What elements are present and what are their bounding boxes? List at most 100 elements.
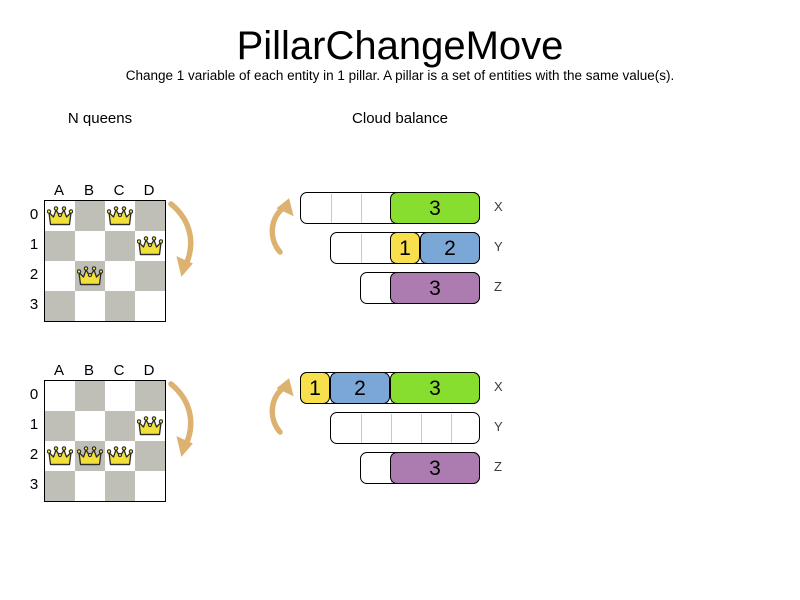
board-cell-B3[interactable]: [75, 291, 105, 321]
cloud-process-value: 2: [354, 376, 366, 400]
board-cell-A0[interactable]: [45, 201, 75, 231]
cloud-bar-X[interactable]: 1 2 3 X: [300, 372, 503, 404]
cloud-process-block[interactable]: 1: [300, 372, 330, 404]
column-label-B: B: [83, 182, 94, 199]
cloud-bar-shell: [330, 412, 480, 444]
board-cell-D2[interactable]: [135, 261, 165, 291]
board-cell-B0[interactable]: [75, 201, 105, 231]
cloud-process-block[interactable]: 3: [390, 372, 480, 404]
queen-crown-icon: [136, 416, 164, 436]
queen-crown-icon: [106, 204, 134, 228]
board-cell-D3[interactable]: [135, 471, 165, 501]
cloud-bar-Y[interactable]: 1 2 Y: [330, 232, 503, 264]
cloud-bar-Y[interactable]: Y: [330, 412, 503, 444]
cloud-cell-divider: [361, 194, 362, 223]
board-cell-D0[interactable]: [135, 201, 165, 231]
row-label-0: 0: [29, 386, 39, 403]
cloud-process-value: 1: [309, 376, 321, 400]
curved-arrow-icon: [266, 194, 300, 263]
queen-crown-icon: [136, 414, 164, 438]
board-cell-A2[interactable]: [45, 441, 75, 471]
cloud-cell-divider: [421, 414, 422, 443]
board-cell-D1[interactable]: [135, 411, 165, 441]
board-cell-B2[interactable]: [75, 261, 105, 291]
cloud-cell-divider: [391, 414, 392, 443]
column-label-A: A: [53, 182, 64, 199]
section-caption-cloud: Cloud balance: [352, 110, 448, 127]
cloud-process-block[interactable]: 1: [390, 232, 420, 264]
column-label-D: D: [143, 362, 155, 379]
board-cell-A3[interactable]: [45, 291, 75, 321]
board-cell-B0[interactable]: [75, 381, 105, 411]
row-label-0: 0: [29, 206, 39, 223]
column-label-D: D: [143, 182, 155, 199]
board-cell-C0[interactable]: [105, 201, 135, 231]
curved-arrow-icon: [163, 196, 203, 291]
cloud-process-value: 3: [429, 276, 441, 300]
cloud-bar-label-X: X: [494, 199, 503, 214]
board-cell-A1[interactable]: [45, 411, 75, 441]
column-label-A: A: [53, 362, 64, 379]
cloud-bar-label-Y: Y: [494, 419, 503, 434]
queen-crown-icon: [76, 446, 104, 466]
board-cell-D3[interactable]: [135, 291, 165, 321]
chess-grid: [44, 380, 166, 502]
board-cell-A1[interactable]: [45, 231, 75, 261]
cloud-process-value: 2: [444, 236, 456, 260]
board-cell-B1[interactable]: [75, 411, 105, 441]
cloud-process-block[interactable]: 2: [420, 232, 480, 264]
cloud-process-block[interactable]: 3: [390, 452, 480, 484]
section-caption-nqueens: N queens: [67, 110, 133, 127]
board-cell-C2[interactable]: [105, 261, 135, 291]
board-cell-C3[interactable]: [105, 291, 135, 321]
cloud-cell-divider: [331, 194, 332, 223]
queen-crown-icon: [76, 444, 104, 468]
cloud-cell-divider: [451, 414, 452, 443]
row-label-3: 3: [29, 476, 39, 493]
column-label-B: B: [83, 362, 94, 379]
board-cell-C0[interactable]: [105, 381, 135, 411]
cloud-process-block[interactable]: 3: [390, 272, 480, 304]
cloud-cell-divider: [361, 234, 362, 263]
cloud-process-block[interactable]: 2: [330, 372, 390, 404]
page-title: PillarChangeMove: [236, 24, 564, 68]
board-cell-B3[interactable]: [75, 471, 105, 501]
cloud-process-value: 3: [429, 196, 441, 220]
cloud-bar-label-Z: Z: [494, 279, 502, 294]
curved-arrow-icon: [266, 374, 300, 443]
board-cell-C1[interactable]: [105, 411, 135, 441]
row-label-3: 3: [29, 296, 39, 313]
queen-crown-icon: [76, 264, 104, 288]
cloud-bar-label-X: X: [494, 379, 503, 394]
row-label-2: 2: [29, 446, 39, 463]
queen-crown-icon: [46, 204, 74, 228]
board-cell-B2[interactable]: [75, 441, 105, 471]
cloud-bar-label-Y: Y: [494, 239, 503, 254]
queen-crown-icon: [46, 446, 74, 466]
board-cell-C3[interactable]: [105, 471, 135, 501]
queen-crown-icon: [136, 236, 164, 256]
board-cell-A0[interactable]: [45, 381, 75, 411]
queen-crown-icon: [106, 446, 134, 466]
cloud-process-value: 1: [399, 236, 411, 260]
queen-crown-icon: [106, 444, 134, 468]
cloud-process-block[interactable]: 3: [390, 192, 480, 224]
board-cell-D0[interactable]: [135, 381, 165, 411]
cloud-cell-divider: [361, 414, 362, 443]
queen-crown-icon: [136, 234, 164, 258]
board-cell-C1[interactable]: [105, 231, 135, 261]
board-cell-C2[interactable]: [105, 441, 135, 471]
row-label-1: 1: [29, 236, 39, 253]
board-cell-D2[interactable]: [135, 441, 165, 471]
cloud-bar-label-Z: Z: [494, 459, 502, 474]
board-cell-D1[interactable]: [135, 231, 165, 261]
queen-crown-icon: [46, 206, 74, 226]
cloud-process-value: 3: [429, 376, 441, 400]
board-cell-A3[interactable]: [45, 471, 75, 501]
board-cell-A2[interactable]: [45, 261, 75, 291]
board-cell-B1[interactable]: [75, 231, 105, 261]
